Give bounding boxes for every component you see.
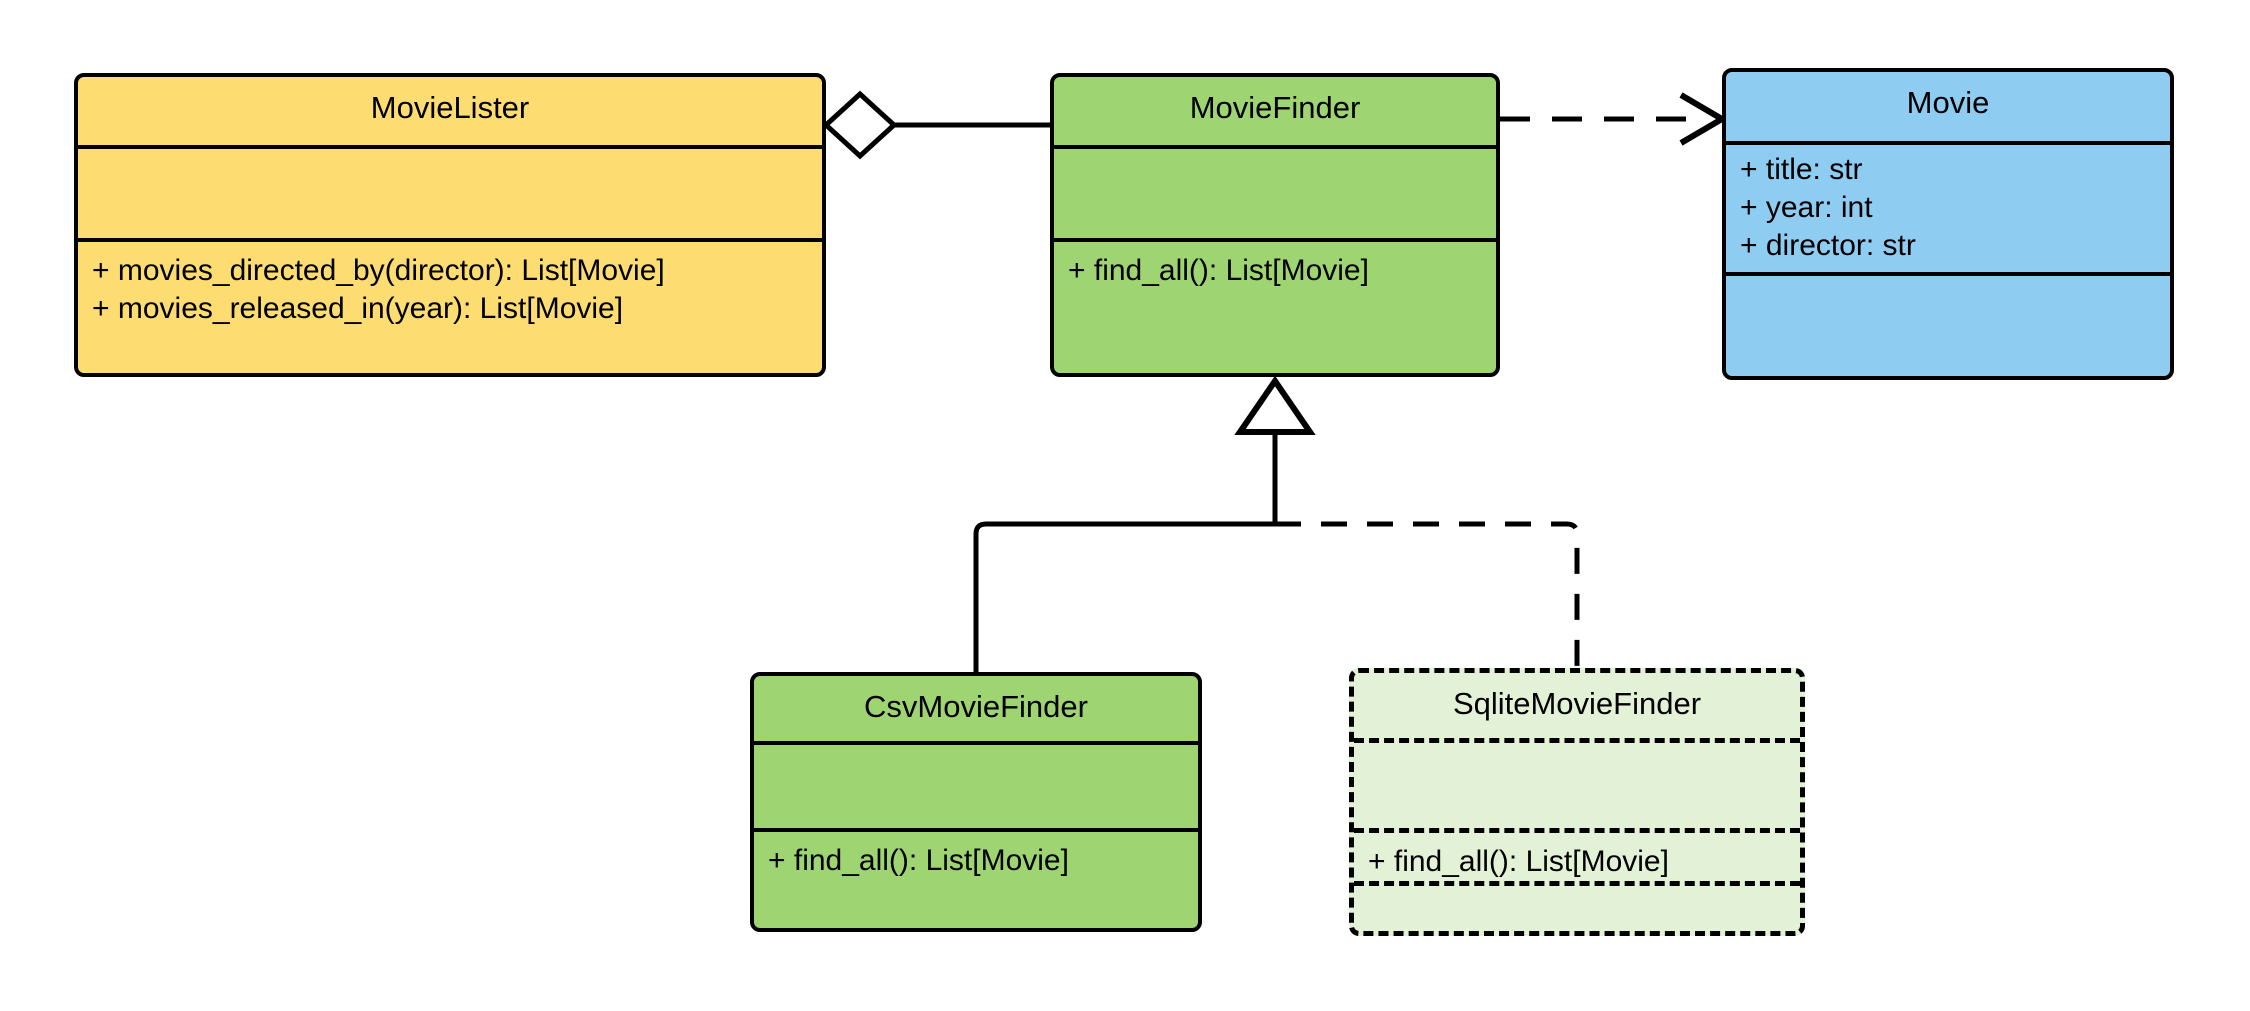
class-box-sqlitemoviefinder[interactable]: SqliteMovieFinder + find_all(): List[Mov… (1349, 668, 1805, 936)
class-name-compartment: MovieFinder (1054, 77, 1496, 149)
class-title: Movie (1906, 85, 1990, 120)
edge-dependency-moviefinder-movie[interactable] (1500, 92, 1728, 146)
edge-aggregation-movielister-moviefinder[interactable] (822, 90, 1050, 160)
method-item: + find_all(): List[Movie] (1368, 845, 1669, 878)
class-box-movie[interactable]: Movie + title: str + year: int + directo… (1722, 68, 2174, 380)
class-box-csvmoviefinder[interactable]: CsvMovieFinder + find_all(): List[Movie] (750, 672, 1202, 932)
class-title: MovieLister (370, 90, 530, 125)
class-attributes-compartment (754, 745, 1198, 832)
class-attributes-compartment (1054, 149, 1496, 242)
hollow-triangle-icon (1234, 375, 1316, 435)
class-name-compartment: CsvMovieFinder (754, 676, 1198, 745)
class-name-compartment: MovieLister (78, 77, 822, 149)
generalization-branch-csv (973, 521, 1275, 672)
attribute-item: + year: int (1740, 191, 1873, 225)
class-title: SqliteMovieFinder (1452, 686, 1702, 721)
class-methods-compartment: + movies_directed_by(director): List[Mov… (78, 242, 822, 328)
class-name-compartment: SqliteMovieFinder (1354, 673, 1800, 743)
class-box-moviefinder[interactable]: MovieFinder + find_all(): List[Movie] (1050, 73, 1500, 377)
method-item: + find_all(): List[Movie] (768, 844, 1069, 877)
attribute-item: + director: str (1740, 229, 1916, 263)
generalization-branch-sqlite (1275, 521, 1580, 668)
class-title: CsvMovieFinder (864, 689, 1088, 724)
open-arrow-icon (1679, 92, 1728, 146)
method-item: + movies_directed_by(director): List[Mov… (92, 254, 665, 287)
class-methods-compartment: + find_all(): List[Movie] (1054, 242, 1496, 290)
class-methods-compartment: + find_all(): List[Movie] (1354, 833, 1800, 887)
class-title: MovieFinder (1189, 90, 1361, 125)
method-item: + movies_released_in(year): List[Movie] (92, 292, 624, 326)
class-attributes-compartment (78, 149, 822, 242)
class-methods-compartment: + find_all(): List[Movie] (754, 832, 1198, 880)
attribute-item: + title: str (1740, 153, 1863, 186)
class-name-compartment: Movie (1726, 72, 2170, 145)
class-attributes-compartment: + title: str + year: int + director: str (1726, 145, 2170, 276)
class-attributes-compartment (1354, 743, 1800, 833)
hollow-diamond-icon (822, 90, 898, 160)
edge-generalization-to-moviefinder[interactable] (973, 375, 1580, 672)
class-box-movielister[interactable]: MovieLister + movies_directed_by(directo… (74, 73, 826, 377)
method-item: + find_all(): List[Movie] (1068, 254, 1369, 287)
